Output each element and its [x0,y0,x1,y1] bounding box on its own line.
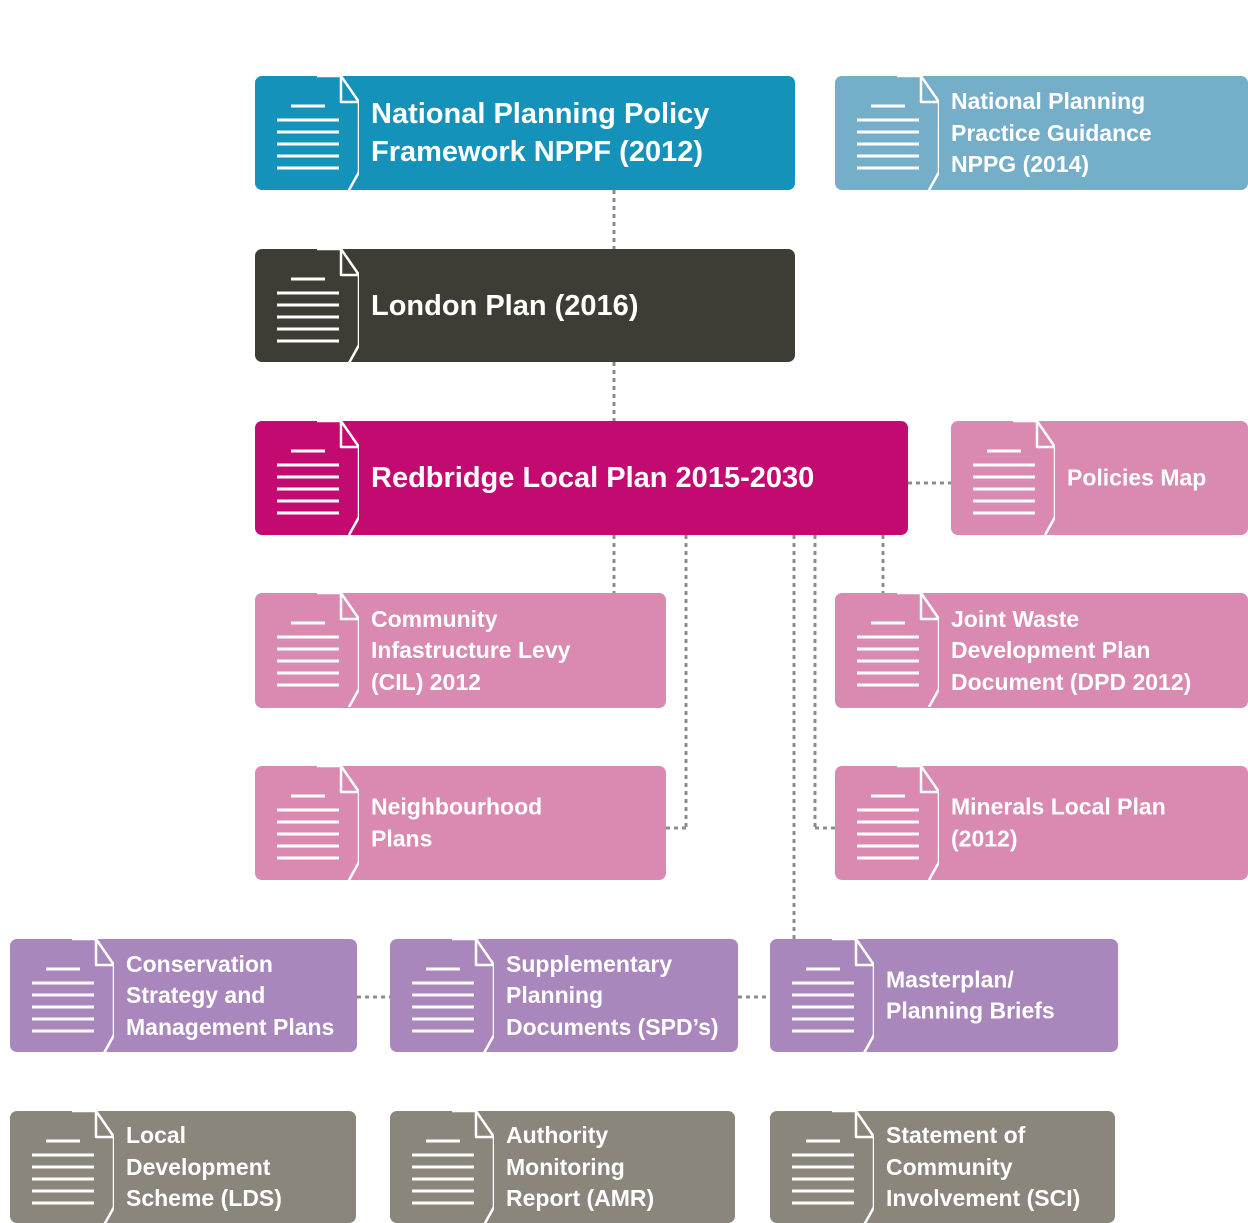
nppg-label: National Planning Practice Guidance NPPG… [951,87,1152,177]
document-icon [277,249,359,362]
cil-box: Community Infastructure Levy (CIL) 2012 [255,593,666,708]
document-icon [792,1111,874,1223]
document-icon [32,939,114,1052]
lds-box: Local Development Scheme (LDS) [10,1111,356,1223]
document-icon [277,766,359,880]
policies-map-label: Policies Map [1067,464,1207,491]
neighbourhood-plans-label: Neighbourhood Plans [371,793,543,852]
london-plan-box: London Plan (2016) [255,249,795,362]
spd-label: Supplementary Planning Documents (SPD’s) [506,950,719,1040]
amr-box: Authority Monitoring Report (AMR) [390,1111,735,1223]
document-icon [277,593,359,707]
nppf-box: National Planning Policy Framework NPPF … [255,76,795,190]
local-plan-box: Redbridge Local Plan 2015-2030 [255,421,908,535]
london-plan-label: London Plan (2016) [371,289,639,322]
document-icon [277,421,359,535]
document-icon [973,421,1055,535]
minerals-plan-box: Minerals Local Plan (2012) [835,766,1248,880]
neighbourhood-plans-box: Neighbourhood Plans [255,766,666,880]
document-icon [857,593,939,707]
document-icon [277,76,359,190]
amr-label: Authority Monitoring Report (AMR) [506,1121,655,1211]
lds-label: Local Development Scheme (LDS) [126,1121,282,1211]
policies-map-box: Policies Map [951,421,1248,535]
cil-label: Community Infastructure Levy (CIL) 2012 [371,605,571,695]
sci-box: Statement of Community Involvement (SCI) [770,1111,1115,1223]
document-icon [857,76,939,190]
nppg-box: National Planning Practice Guidance NPPG… [835,76,1248,190]
document-icon [412,939,494,1052]
document-icon [857,766,939,880]
document-icon [32,1111,114,1223]
masterplan-box: Masterplan/ Planning Briefs [770,939,1118,1052]
sci-label: Statement of Community Involvement (SCI) [886,1121,1081,1211]
nppf-label: National Planning Policy Framework NPPF … [371,98,710,168]
document-icon [792,939,874,1052]
conservation-box: Conservation Strategy and Management Pla… [10,939,357,1052]
document-icon [412,1111,494,1223]
local-plan-label: Redbridge Local Plan 2015-2030 [371,462,815,494]
spd-box: Supplementary Planning Documents (SPD’s) [390,939,738,1052]
masterplan-label: Masterplan/ Planning Briefs [886,966,1055,1024]
minerals-plan-label: Minerals Local Plan (2012) [951,793,1166,852]
conservation-label: Conservation Strategy and Management Pla… [126,950,335,1040]
joint-waste-box: Joint Waste Development Plan Document (D… [835,593,1248,708]
joint-waste-label: Joint Waste Development Plan Document (D… [951,605,1192,695]
